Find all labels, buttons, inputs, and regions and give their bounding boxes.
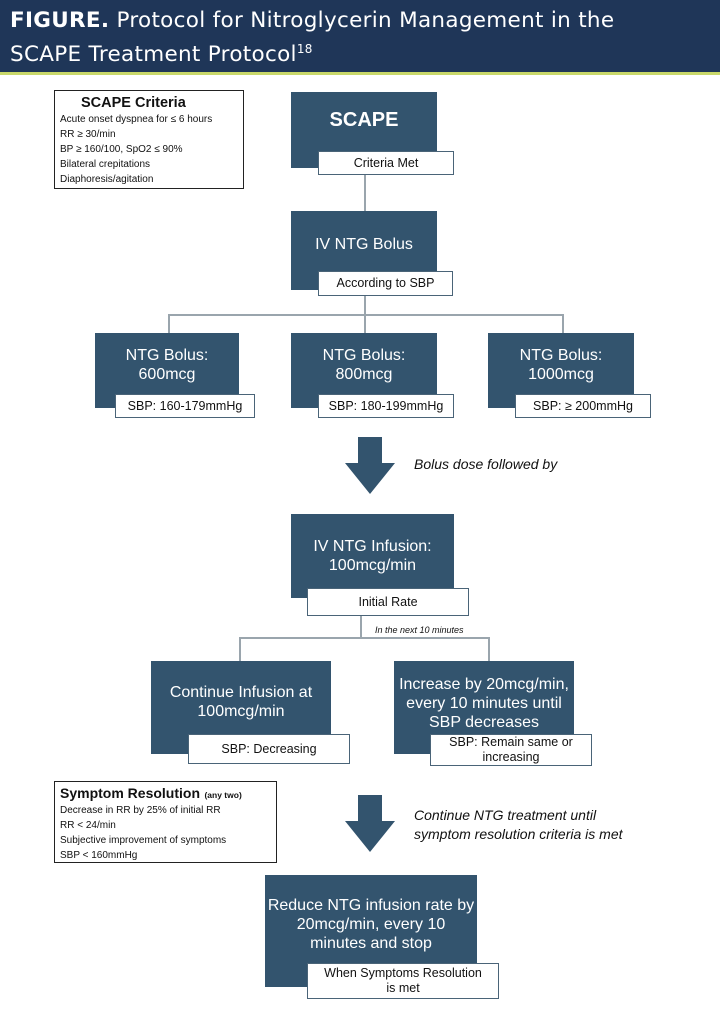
reduce-line2: 20mcg/min, every 10 — [296, 916, 446, 933]
iv-bolus-title: IV NTG Bolus — [315, 236, 413, 253]
connector-line — [364, 175, 366, 211]
continue-infusion-line1: Continue Infusion at — [169, 684, 313, 701]
reference-number: 18 — [296, 42, 313, 56]
sbp-remain-line1: SBP: Remain same or — [449, 735, 573, 749]
sbp-remain-same-tag: SBP: Remain same or increasing — [430, 734, 592, 766]
connector-line — [168, 314, 170, 333]
bolus-1000-line2: 1000mcg — [528, 366, 594, 383]
sbp-160-179-tag: SBP: 160-179mmHg — [115, 394, 255, 418]
iv-infusion-node: IV NTG Infusion: 100mcg/min — [291, 514, 454, 598]
down-arrow-icon — [345, 795, 395, 852]
reduce-line3: minutes and stop — [310, 935, 432, 952]
bolus-600-line1: NTG Bolus: — [125, 347, 209, 364]
symptoms-resolution-line1: When Symptoms Resolution — [324, 966, 482, 980]
any-two-qualifier: (any two) — [204, 790, 242, 800]
bolus-followed-note: Bolus dose followed by — [414, 456, 558, 472]
connector-line — [168, 314, 564, 316]
continue-note-line1: Continue NTG treatment until — [414, 807, 597, 823]
connector-line — [360, 616, 362, 638]
increase-line1: Increase by 20mcg/min, — [399, 676, 569, 693]
connector-line — [562, 314, 564, 333]
connector-line — [239, 637, 241, 661]
bolus-800-line1: NTG Bolus: — [322, 347, 406, 364]
bolus-1000-line1: NTG Bolus: — [519, 347, 603, 364]
bolus-600-line2: 600mcg — [138, 366, 196, 383]
figure-title-line1: Protocol for Nitroglycerin Management in… — [109, 8, 615, 33]
according-sbp-tag: According to SBP — [318, 271, 453, 296]
criteria-met-tag: Criteria Met — [318, 151, 454, 175]
bolus-800-line2: 800mcg — [335, 366, 393, 383]
reduce-line1: Reduce NTG infusion rate by — [267, 897, 475, 914]
iv-infusion-line1: IV NTG Infusion: — [313, 538, 432, 555]
figure-header: FIGURE. Protocol for Nitroglycerin Manag… — [0, 0, 720, 72]
sbp-remain-line2: increasing — [482, 750, 540, 764]
criteria-item: Diaphoresis/agitation — [60, 174, 154, 185]
sbp-180-199-tag: SBP: 180-199mmHg — [318, 394, 454, 418]
connector-line — [239, 637, 490, 639]
iv-infusion-line2: 100mcg/min — [328, 557, 417, 574]
increase-line3: SBP decreases — [428, 714, 539, 731]
increase-line2: every 10 minutes until — [406, 695, 562, 712]
criteria-item: BP ≥ 160/100, SpO2 ≤ 90% — [60, 144, 183, 155]
next-10-minutes-note: In the next 10 minutes — [375, 625, 464, 635]
resolution-item: Subjective improvement of symptoms — [60, 835, 227, 846]
scape-node-title: SCAPE — [329, 109, 399, 131]
symptom-resolution-heading: Symptom Resolution (any two) — [60, 785, 276, 803]
symptom-resolution-box: Symptom Resolution (any two) Decrease in… — [54, 781, 277, 863]
continue-note-line2: symptom resolution criteria is met — [414, 826, 623, 842]
resolution-item: RR < 24/min — [60, 820, 116, 831]
figure-label: FIGURE. — [10, 8, 110, 33]
continue-treatment-note: Continue NTG treatment until symptom res… — [414, 806, 623, 844]
figure-title-line2: SCAPE Treatment Protocol — [10, 42, 297, 67]
continue-infusion-line2: 100mcg/min — [197, 703, 285, 720]
criteria-item: Bilateral crepitations — [60, 159, 151, 170]
symptoms-resolution-line2: is met — [386, 981, 420, 995]
header-accent-rule — [0, 72, 720, 75]
initial-rate-tag: Initial Rate — [307, 588, 469, 616]
criteria-item: RR ≥ 30/min — [60, 129, 116, 140]
scape-criteria-title: SCAPE Criteria — [81, 95, 186, 111]
resolution-item: Decrease in RR by 25% of initial RR — [60, 805, 221, 816]
resolution-item: SBP < 160mmHg — [60, 850, 138, 861]
symptoms-resolution-tag: When Symptoms Resolution is met — [307, 963, 499, 999]
criteria-item: Acute onset dyspnea for ≤ 6 hours — [60, 114, 213, 125]
connector-line — [488, 637, 490, 661]
scape-criteria-box: SCAPE Criteria Acute onset dyspnea for ≤… — [54, 90, 244, 189]
sbp-200-tag: SBP: ≥ 200mmHg — [515, 394, 651, 418]
symptom-resolution-title: Symptom Resolution — [60, 785, 201, 801]
sbp-decreasing-tag: SBP: Decreasing — [188, 734, 350, 764]
figure-title: FIGURE. Protocol for Nitroglycerin Manag… — [10, 6, 710, 69]
down-arrow-icon — [345, 437, 395, 494]
